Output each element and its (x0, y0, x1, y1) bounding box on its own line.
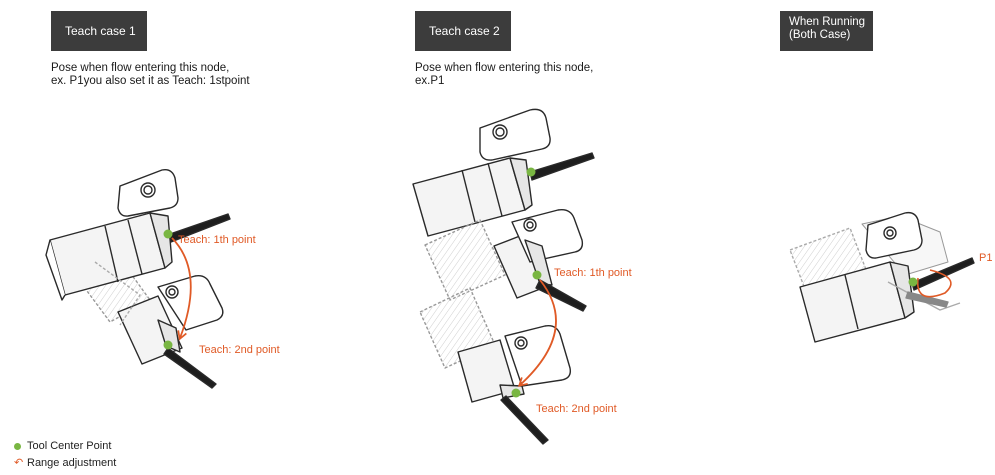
running-tcp (909, 278, 918, 287)
case-2-tcp-0 (527, 168, 536, 177)
case-1-tcp-1 (164, 230, 173, 239)
case-1-first-point-label: Teach: 1th point (178, 234, 256, 246)
legend-range-label: Range adjustment (27, 457, 116, 469)
case-1-second-point-label: Teach: 2nd point (199, 344, 280, 356)
legend-tcp-label: Tool Center Point (27, 440, 111, 452)
running-p1-label: P1 (979, 252, 992, 264)
case-2-first-point-label: Teach: 1th point (554, 267, 632, 279)
legend-tcp: Tool Center Point (14, 440, 111, 452)
case-2-second-point-label: Teach: 2nd point (536, 403, 617, 415)
case-1-tcp-2 (164, 341, 173, 350)
legend-range: ↶ Range adjustment (14, 456, 116, 469)
case-2-tcp-1 (533, 271, 542, 280)
case-2-tcp-2 (512, 389, 521, 398)
range-arrow-icon: ↶ (14, 456, 21, 469)
tcp-dot-icon (14, 443, 21, 450)
